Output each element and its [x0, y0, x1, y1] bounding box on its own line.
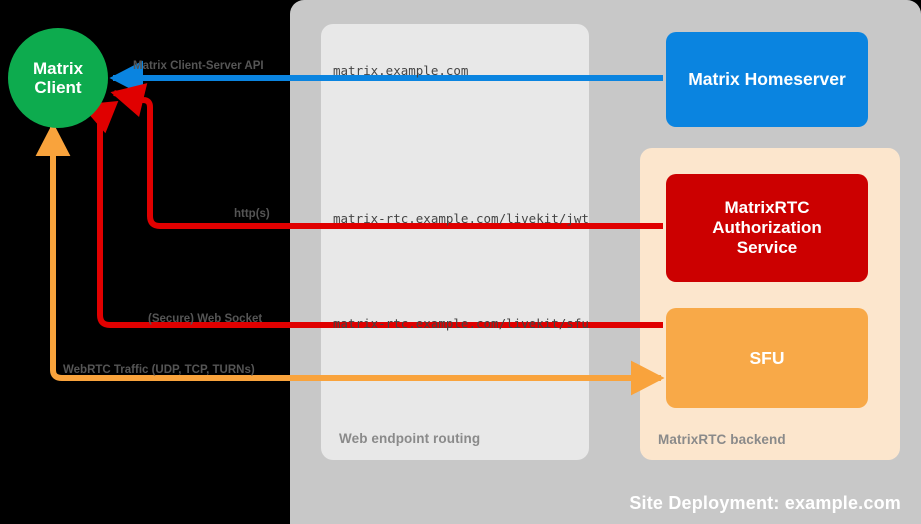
node-matrix-client-line2: Client — [34, 78, 82, 97]
web-endpoint-routing-label: Web endpoint routing — [339, 431, 481, 446]
matrixrtc-backend-label: MatrixRTC backend — [658, 432, 786, 447]
node-auth-line3: Service — [736, 238, 798, 258]
node-auth-line1: MatrixRTC — [724, 197, 810, 217]
site-deployment-label: Site Deployment: example.com — [629, 493, 901, 513]
node-matrixrtc-authorization-service[interactable]: MatrixRTC Authorization Service — [666, 174, 868, 282]
endpoint-label-livekit-jwt: matrix-rtc.example.com/livekit/jwt — [333, 211, 589, 226]
node-sfu-label: SFU — [749, 347, 785, 368]
node-matrix-client-line1: Matrix — [32, 58, 84, 78]
endpoint-label-matrix-example-com: matrix.example.com — [333, 63, 469, 78]
node-matrix-client[interactable]: Matrix Client — [8, 28, 108, 128]
edge-label-secure-web-socket: (Secure) Web Socket — [148, 313, 263, 325]
node-matrix-homeserver[interactable]: Matrix Homeserver — [666, 32, 868, 127]
endpoint-label-livekit-sfu: matrix-rtc.example.com/livekit/sfu — [333, 316, 589, 331]
edge-label-matrix-client-server-api: Matrix Client-Server API — [133, 60, 264, 72]
node-sfu[interactable]: SFU — [666, 308, 868, 408]
web-endpoint-routing-container: Web endpoint routing — [321, 24, 589, 460]
edge-label-webrtc-traffic: WebRTC Traffic (UDP, TCP, TURNs) — [63, 364, 255, 376]
node-auth-line2: Authorization — [712, 217, 822, 237]
edge-label-https: http(s) — [234, 208, 270, 220]
node-matrix-homeserver-label: Matrix Homeserver — [688, 69, 846, 90]
